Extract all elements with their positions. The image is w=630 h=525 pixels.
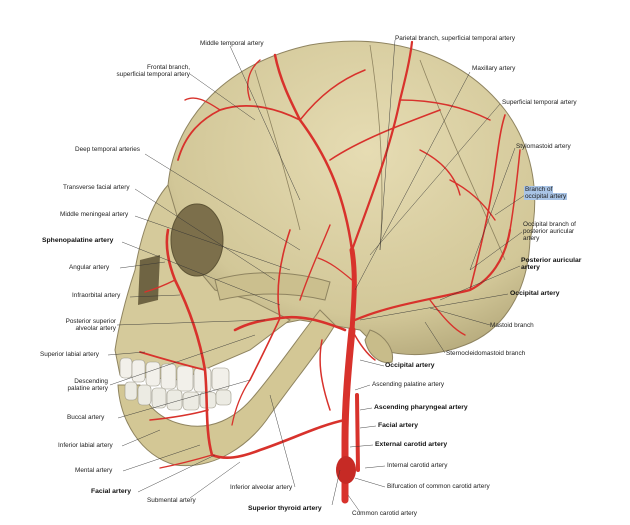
label-occipital-branch-posterior-auricular: Occipital branch of posterior auricular … <box>523 221 576 243</box>
label-superior-labial-artery: Superior labial artery <box>40 351 99 358</box>
label-parietal-branch: Parietal branch, superficial temporal ar… <box>395 35 516 42</box>
label-frontal-branch: Frontal branch, superficial temporal art… <box>116 64 190 79</box>
label-stylomastoid-artery: Stylomastoid artery <box>516 143 571 150</box>
label-superior-thyroid-artery: Superior thyroid artery <box>248 505 322 512</box>
label-transverse-facial-artery: Transverse facial artery <box>63 184 130 191</box>
label-mental-artery: Mental artery <box>75 467 113 474</box>
arteries <box>139 40 521 504</box>
label-submental-artery: Submental artery <box>147 497 196 504</box>
label-facial-artery-center: Facial artery <box>378 422 419 429</box>
label-buccal-artery: Buccal artery <box>67 414 105 421</box>
label-sternocleidomastoid-branch: Sternocleidomastoid branch <box>446 350 526 357</box>
label-occipital-artery-right: Occipital artery <box>510 290 560 297</box>
label-common-carotid-artery: Common carotid artery <box>352 510 417 517</box>
lower-teeth <box>124 381 232 411</box>
nasal-cavity <box>138 255 160 305</box>
coronal-suture <box>254 44 506 261</box>
label-middle-temporal-artery: Middle temporal artery <box>200 40 264 47</box>
label-external-carotid-artery: External carotid artery <box>375 441 448 448</box>
orbit <box>170 203 224 277</box>
label-superficial-temporal-artery: Superficial temporal artery <box>502 99 577 106</box>
label-mastoid-branch: Mastoid branch <box>490 322 534 329</box>
label-inferior-alveolar-artery: Inferior alveolar artery <box>230 484 293 491</box>
label-posterior-superior-alveolar-artery: Posterior superior alveolar artery <box>65 318 116 333</box>
label-infraorbital-artery: Infraorbital artery <box>72 292 121 299</box>
face <box>114 183 291 381</box>
label-deep-temporal-arteries: Deep temporal arteries <box>75 146 141 153</box>
mastoid-process <box>364 329 394 364</box>
label-maxillary-artery: Maxillary artery <box>472 65 516 72</box>
label-internal-carotid-artery: Internal carotid artery <box>387 462 448 469</box>
label-ascending-palatine-artery: Ascending palatine artery <box>372 381 445 388</box>
label-sphenopalatine-artery: Sphenopalatine artery <box>42 237 114 244</box>
label-ascending-pharyngeal-artery: Ascending pharyngeal artery <box>374 404 468 411</box>
label-posterior-auricular-artery: Posterior auricular artery <box>521 257 582 272</box>
label-bifurcation-common-carotid: Bifurcation of common carotid artery <box>387 483 490 490</box>
carotid-bifurcation <box>336 456 356 484</box>
label-inferior-labial-artery: Inferior labial artery <box>58 442 113 449</box>
label-angular-artery: Angular artery <box>69 264 110 271</box>
zygomatic-arch <box>214 272 331 301</box>
leader-lines <box>107 39 526 513</box>
label-occipital-artery-center: Occipital artery <box>385 362 435 369</box>
label-middle-meningeal-artery: Middle meningeal artery <box>60 211 129 218</box>
label-facial-artery-left: Facial artery <box>91 488 132 495</box>
label-descending-palatine-artery: Descending palatine artery <box>67 378 109 393</box>
label-branch-of-occipital-artery: Branch of occipital artery <box>524 186 568 201</box>
